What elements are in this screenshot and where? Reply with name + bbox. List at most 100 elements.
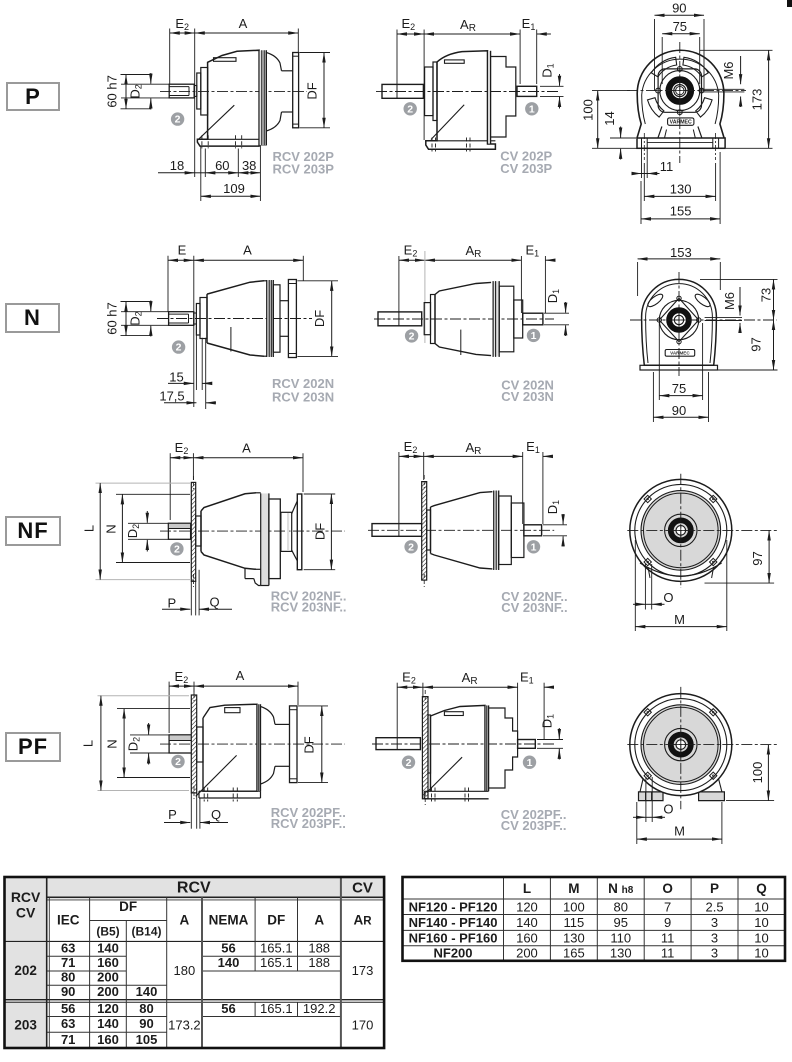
svg-text:NF200: NF200 [433, 945, 472, 960]
svg-text:2.5: 2.5 [706, 899, 724, 914]
svg-text:E2: E2 [402, 670, 416, 686]
svg-text:AR: AR [460, 17, 476, 34]
svg-text:200: 200 [516, 945, 538, 960]
svg-text:RCV 203PF..: RCV 203PF.. [271, 816, 346, 831]
svg-text:120: 120 [97, 1001, 119, 1016]
svg-text:120: 120 [516, 899, 538, 914]
svg-text:D1: D1 [545, 500, 561, 514]
svg-text:RCV 202N: RCV 202N [272, 376, 334, 391]
svg-text:71: 71 [61, 955, 75, 970]
svg-text:RCV 203NF..: RCV 203NF.. [271, 600, 347, 615]
svg-text:11: 11 [660, 159, 674, 174]
svg-text:60 h7: 60 h7 [105, 75, 120, 108]
svg-text:L: L [81, 740, 96, 747]
svg-text:DF: DF [119, 899, 137, 914]
svg-text:63: 63 [61, 940, 75, 955]
svg-text:M: M [568, 881, 579, 896]
svg-text:NF120 - PF120: NF120 - PF120 [409, 899, 498, 914]
svg-text:(B5): (B5) [96, 925, 119, 939]
svg-text:153: 153 [670, 245, 692, 260]
svg-text:7: 7 [664, 899, 671, 914]
svg-text:E2: E2 [175, 440, 189, 456]
svg-text:140: 140 [97, 1016, 119, 1031]
svg-text:1: 1 [527, 757, 533, 769]
svg-text:2: 2 [409, 331, 415, 343]
svg-text:E: E [178, 242, 187, 257]
svg-text:CV 203N: CV 203N [501, 389, 554, 404]
svg-text:Q: Q [756, 881, 767, 896]
svg-text:90: 90 [61, 984, 75, 999]
svg-text:RCV 203P: RCV 203P [273, 162, 335, 177]
svg-text:105: 105 [136, 1032, 158, 1047]
svg-text:2: 2 [407, 103, 413, 115]
svg-text:71: 71 [61, 1032, 75, 1047]
svg-text:RCV 202PF..: RCV 202PF.. [271, 805, 346, 820]
svg-text:VARMEC: VARMEC [670, 120, 692, 126]
svg-text:130: 130 [610, 945, 632, 960]
svg-text:140: 140 [136, 984, 158, 999]
svg-text:E1: E1 [526, 439, 540, 455]
svg-text:DF: DF [313, 523, 328, 540]
svg-text:3: 3 [711, 915, 718, 930]
svg-text:56: 56 [221, 1001, 235, 1016]
svg-text:N: N [104, 524, 119, 533]
svg-text:140: 140 [218, 955, 240, 970]
svg-text:192.2: 192.2 [303, 1001, 336, 1016]
svg-text:180: 180 [174, 963, 196, 978]
svg-text:60 h7: 60 h7 [105, 302, 120, 335]
svg-text:2: 2 [408, 541, 414, 553]
svg-text:RCV 202NF..: RCV 202NF.. [271, 589, 347, 604]
svg-text:E2: E2 [401, 16, 415, 32]
svg-text:160: 160 [97, 955, 119, 970]
svg-text:M: M [674, 824, 685, 839]
svg-text:11: 11 [661, 931, 675, 946]
svg-text:Q: Q [209, 594, 219, 609]
svg-text:A: A [236, 668, 245, 683]
svg-text:DF: DF [312, 310, 327, 327]
svg-text:CV 202N: CV 202N [501, 378, 554, 393]
svg-text:E1: E1 [525, 243, 539, 259]
svg-text:1: 1 [531, 541, 537, 553]
svg-text:56: 56 [61, 1001, 75, 1016]
svg-text:CV 202P: CV 202P [500, 149, 552, 164]
svg-text:130: 130 [563, 931, 585, 946]
svg-text:RCV 203N: RCV 203N [272, 390, 334, 405]
svg-text:75: 75 [673, 19, 687, 34]
svg-text:9: 9 [664, 915, 671, 930]
svg-text:165.1: 165.1 [260, 955, 293, 970]
svg-text:100: 100 [563, 899, 585, 914]
svg-text:L: L [81, 525, 96, 532]
svg-text:100: 100 [581, 99, 596, 121]
svg-text:160: 160 [97, 1032, 119, 1047]
svg-text:75: 75 [672, 381, 686, 396]
svg-text:15: 15 [169, 370, 183, 385]
svg-text:O: O [662, 881, 673, 896]
svg-text:56: 56 [221, 940, 235, 955]
svg-text:63: 63 [61, 1016, 75, 1031]
svg-text:M6: M6 [721, 61, 736, 79]
svg-text:90: 90 [139, 1016, 153, 1031]
svg-text:N h8: N h8 [608, 881, 634, 896]
svg-text:CV 202PF..: CV 202PF.. [501, 807, 567, 822]
svg-text:AR: AR [465, 440, 481, 457]
svg-text:165: 165 [563, 945, 585, 960]
svg-text:80: 80 [61, 970, 75, 985]
svg-text:170: 170 [352, 1018, 374, 1033]
svg-text:200: 200 [97, 984, 119, 999]
svg-text:188: 188 [308, 955, 330, 970]
svg-text:O: O [663, 590, 673, 605]
svg-text:130: 130 [670, 182, 692, 197]
svg-text:RCV 202P: RCV 202P [273, 149, 335, 164]
svg-text:165.1: 165.1 [260, 940, 293, 955]
svg-text:AR: AR [465, 243, 481, 260]
svg-text:E1: E1 [520, 670, 534, 686]
svg-text:173: 173 [352, 963, 374, 978]
svg-text:160: 160 [516, 931, 538, 946]
svg-text:D2: D2 [126, 737, 142, 751]
svg-text:10: 10 [754, 931, 768, 946]
svg-text:CV: CV [16, 905, 36, 921]
svg-text:11: 11 [661, 945, 675, 960]
svg-text:140: 140 [516, 915, 538, 930]
svg-text:173.2: 173.2 [168, 1018, 201, 1033]
svg-text:202: 202 [14, 963, 37, 978]
